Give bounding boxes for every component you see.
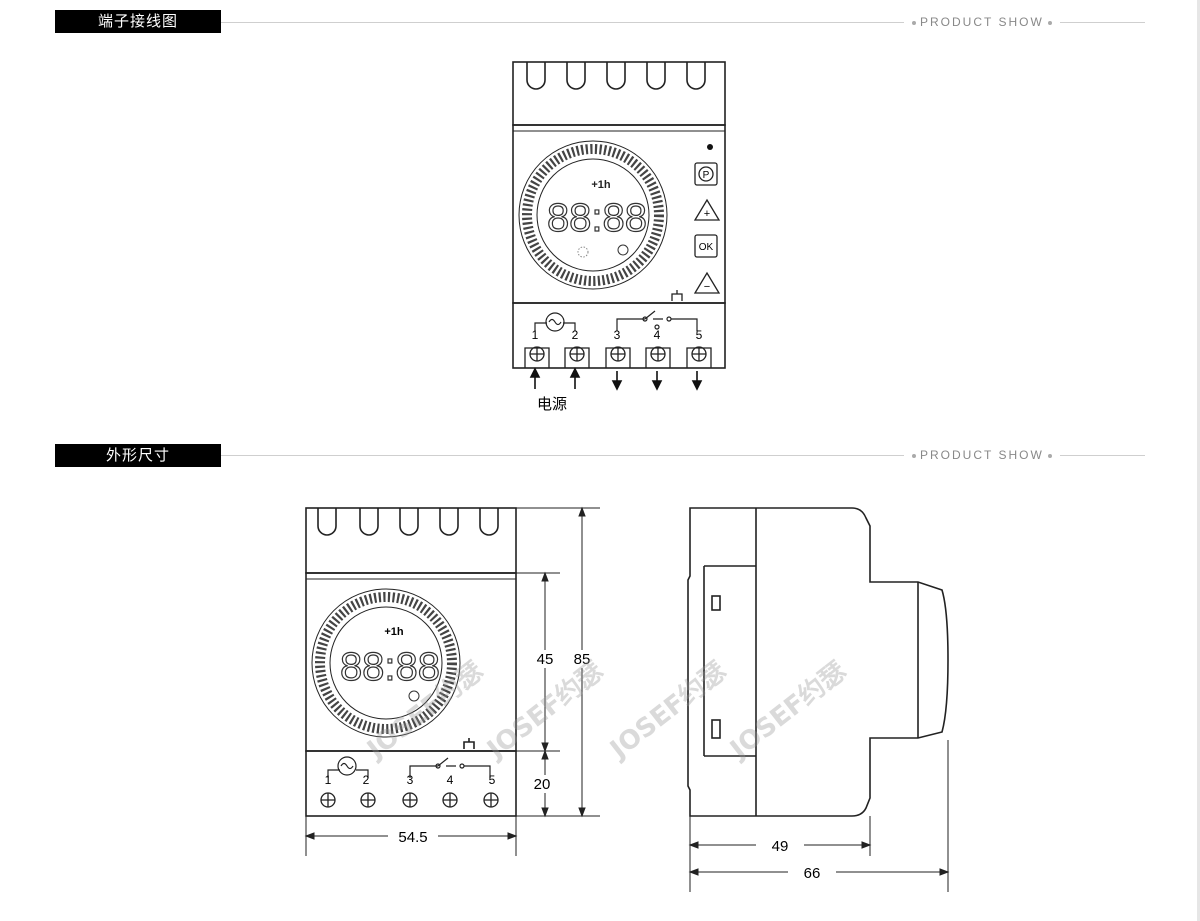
button-minus-icon: − <box>704 281 710 293</box>
terminal-label: 2 <box>572 328 579 342</box>
terminal-label: 5 <box>489 773 496 787</box>
terminal-label: 4 <box>447 773 454 787</box>
terminal-label: 1 <box>325 773 332 787</box>
button-p-icon: P <box>703 170 710 181</box>
dim-height-total: 85 <box>574 651 591 668</box>
terminal-label: 1 <box>532 328 539 342</box>
display-dst-label: +1h <box>591 179 611 191</box>
front-dimension-drawing: +1h 88:88 1 2 3 4 5 <box>304 506 600 856</box>
wiring-diagram: +1h 88:88 P + OK − 1 2 3 4 5 <box>512 61 726 413</box>
dim-depth-inner: 49 <box>772 838 789 855</box>
terminal-label: 5 <box>696 328 703 342</box>
display-dst-label: +1h <box>384 626 404 638</box>
section-title-wiring: 端子接线图 <box>55 10 221 33</box>
dim-height-body: 45 <box>537 651 554 668</box>
section-tag: PRODUCT SHOW <box>904 448 1060 462</box>
terminal-label: 3 <box>407 773 414 787</box>
section-rule <box>221 22 1145 23</box>
button-ok-icon: OK <box>699 242 714 253</box>
terminal-label: 4 <box>654 328 661 342</box>
button-plus-icon: + <box>704 208 710 220</box>
terminal-label: 2 <box>363 773 370 787</box>
section-rule <box>221 455 1145 456</box>
power-label: 电源 <box>537 396 567 413</box>
page-right-border <box>1197 0 1200 921</box>
terminal-label: 3 <box>614 328 621 342</box>
side-dimension-drawing: 49 66 <box>687 507 950 892</box>
section-tag: PRODUCT SHOW <box>904 15 1060 29</box>
dim-depth-total: 66 <box>804 865 821 882</box>
section-title-dimensions: 外形尺寸 <box>55 444 221 467</box>
display-digits: 88:88 <box>340 645 440 689</box>
display-digits: 88:88 <box>547 196 647 240</box>
dim-width-front: 54.5 <box>398 829 427 846</box>
dim-height-terminal: 20 <box>534 776 551 793</box>
status-led-icon <box>707 144 713 150</box>
